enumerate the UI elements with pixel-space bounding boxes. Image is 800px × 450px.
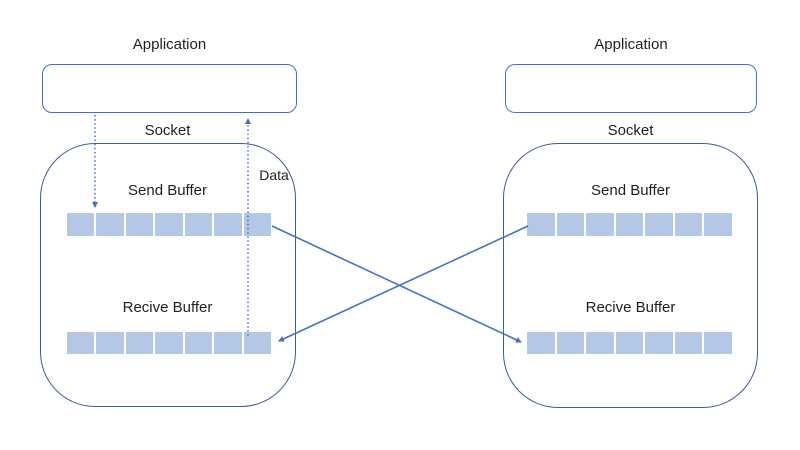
buffer-cell (674, 332, 703, 354)
right-send-to-left-receive-arrow (278, 225, 529, 342)
left-send-to-right-receive-arrow (271, 225, 522, 343)
buffer-cell (556, 332, 585, 354)
buffer-cell (556, 213, 585, 236)
right-send-buffer-row (527, 213, 733, 236)
buffer-cell (184, 213, 213, 236)
left-application-label: Application (132, 36, 207, 53)
buffer-cell (155, 213, 183, 236)
buffer-cell (67, 213, 95, 236)
left-receive-buffer-row (67, 332, 271, 354)
buffer-cell (704, 332, 733, 354)
buffer-cell (243, 332, 271, 354)
left-receive-buffer-label: Recive Buffer (122, 299, 213, 316)
left-send-buffer-label: Send Buffer (128, 182, 207, 199)
right-socket-label: Socket (607, 122, 654, 139)
right-application-box (505, 64, 757, 113)
right-application-label: Application (594, 36, 668, 53)
buffer-cell (704, 213, 733, 236)
buffer-cell (96, 213, 124, 236)
buffer-cell (243, 213, 271, 236)
right-receive-buffer-label: Recive Buffer (585, 299, 676, 316)
buffer-cell (67, 332, 95, 354)
left-socket-box (40, 143, 296, 407)
left-application-box (42, 64, 297, 113)
buffer-cell (184, 332, 213, 354)
buffer-cell (586, 213, 614, 236)
buffer-cell (586, 332, 614, 354)
buffer-cell (645, 213, 673, 236)
buffer-cell (674, 213, 703, 236)
buffer-cell (155, 332, 183, 354)
buffer-cell (96, 332, 124, 354)
buffer-cell (615, 213, 644, 236)
buffer-cell (615, 332, 644, 354)
buffer-cell (125, 332, 154, 354)
buffer-cell (125, 213, 154, 236)
buffer-cell (527, 332, 555, 354)
right-receive-buffer-row (527, 332, 733, 354)
right-send-buffer-label: Send Buffer (591, 182, 670, 199)
right-socket-box (503, 143, 758, 408)
buffer-cell (645, 332, 673, 354)
buffer-cell (214, 213, 242, 236)
buffer-cell (527, 213, 555, 236)
left-send-buffer-row (67, 213, 271, 236)
buffer-cell (214, 332, 242, 354)
left-socket-label: Socket (144, 122, 191, 139)
left-data-label: Data (259, 167, 289, 183)
